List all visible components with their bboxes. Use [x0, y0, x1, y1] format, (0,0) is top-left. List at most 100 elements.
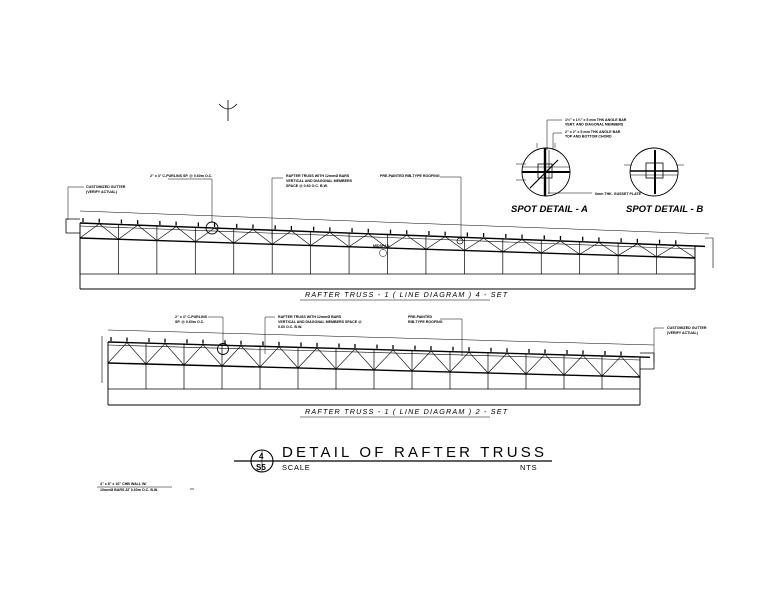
angle-chord-note-line2: TOP AND BOTTOM CHORD: [565, 135, 612, 139]
diagonal-member: [195, 227, 215, 242]
diagonal-member: [79, 223, 100, 239]
diagonal-member: [316, 347, 337, 370]
diagonal-member: [468, 351, 489, 374]
diagonal-member: [411, 350, 432, 372]
diagonal-member: [617, 243, 638, 256]
diagonal-member: [221, 345, 242, 367]
diagonal-member: [464, 237, 484, 251]
angle-vert-note-line1: 1½" x 1½" x 5 mm THK ANGLE BAR: [565, 118, 627, 122]
diagonal-member: [329, 232, 350, 247]
truss2-purlin-note-line2: SP. @ 0.60m O.C.: [175, 320, 204, 324]
spot-detail-b: [624, 147, 684, 197]
spot-detail-notes: 1½" x 1½" x 5 mm THK ANGLE BAR VERT. AND…: [546, 118, 642, 196]
scale-label: SCALE: [282, 463, 311, 472]
diagonal-member: [99, 223, 119, 240]
top-chord: [107, 341, 651, 358]
sheet-number: S5: [256, 463, 266, 472]
detail-b-callout-icon: [456, 237, 464, 245]
top-chord: [79, 222, 706, 248]
diagonal-member: [335, 348, 356, 370]
drawing-title: DETAIL OF RAFTER TRUSS: [282, 444, 547, 461]
diagonal-member: [656, 245, 676, 258]
diagonal-member: [175, 226, 196, 242]
truss2-caption: RAFTER TRUSS - 1 ( LINE DIAGRAM ) 2 - SE…: [305, 407, 508, 416]
diagonal-member: [675, 245, 696, 259]
diagonal-member: [240, 345, 261, 368]
gusset-note: 6mm THK. GUSSET PLATE: [595, 192, 642, 196]
diagonal-member: [502, 239, 523, 253]
diagonal-member: [156, 226, 177, 241]
spot-detail-a: [516, 143, 571, 197]
truss1-notes: 2" x 4" C-PURLINS SP. @ 0.60m O.C. RAFTE…: [67, 174, 464, 257]
diagonal-member: [348, 233, 369, 247]
diagonal-member: [544, 354, 565, 376]
diagonal-member: [563, 355, 584, 376]
spot-detail-b-label: SPOT DETAIL - B: [626, 204, 703, 215]
footer-note: 4" x 8" x 16" CHB WALL W/ 10mmØ BARS AT …: [97, 482, 194, 492]
rafter-truss-1-elevation: [65, 210, 714, 290]
diagonal-member: [392, 349, 413, 372]
diagonal-member: [202, 344, 223, 367]
diagonal-member: [373, 349, 394, 371]
diagonal-member: [297, 347, 318, 369]
truss2-truss-note-line3: 0.60 O.C. B.W.: [278, 325, 302, 329]
truss2-notes: 2" x 4" C-PURLINS SP. @ 0.60m O.C. RAFTE…: [175, 315, 707, 363]
detail-a-callout-icon: [205, 221, 219, 235]
truss1-truss-note-line1: RAFTER TRUSS WITH 12mmØ BARS: [286, 174, 350, 178]
truss1-midspan-label: MIDSPAN: [373, 244, 390, 248]
detail-number: 4: [259, 452, 264, 461]
diagonal-member: [506, 353, 527, 375]
diagonal-member: [259, 346, 280, 368]
diagonal-member: [252, 229, 273, 245]
diagonal-member: [425, 236, 446, 250]
spot-detail-a-label: SPOT DETAIL - A: [511, 204, 588, 215]
truss1-truss-note-line2: VERTICAL AND DIAGONAL MEMBERS: [286, 179, 353, 183]
title-block: 4 S5 DETAIL OF RAFTER TRUSS SCALE NTS: [234, 444, 552, 473]
diagonal-member: [126, 342, 147, 365]
diagonal-member: [278, 346, 299, 369]
diagonal-member: [637, 243, 657, 257]
diagonal-member: [387, 234, 407, 249]
truss2-roofing-note-line1: PRE-PAINTED: [408, 315, 432, 319]
north-arrow-icon: [218, 100, 238, 121]
diagonal-member: [430, 350, 451, 373]
rafter-truss-2-elevation: [101, 329, 655, 406]
truss2-purlin-note-line1: 2" x 4" C-PURLINS: [175, 315, 208, 319]
diagonal-member: [291, 230, 311, 246]
truss1-gutter-note-line1: CUSTOMIZED GUTTER: [86, 185, 126, 189]
diagonal-member: [107, 342, 128, 364]
diagonal-member: [233, 229, 254, 244]
truss2-truss-note-line2: VERTICAL AND DIAGONAL MEMBERS SPACE @: [278, 320, 362, 324]
truss2-gutter-note-line2: (VERIFY ACTUAL): [667, 331, 699, 335]
diagonal-member: [525, 354, 546, 375]
diagonal-member: [483, 237, 503, 252]
diagonal-member: [620, 356, 641, 378]
diagonal-member: [183, 344, 204, 366]
diagonal-member: [598, 242, 619, 256]
gutter-right: [640, 352, 655, 370]
diagonal-member: [272, 230, 292, 245]
diagonal-member: [406, 234, 427, 250]
diagonal-member: [601, 356, 622, 377]
eave-right: [705, 237, 714, 268]
diagonal-member: [444, 236, 465, 251]
scale-value: NTS: [520, 463, 537, 472]
diagonal-member: [449, 351, 470, 373]
roofing-line: [107, 329, 655, 346]
truss1-purlin-note: 2" x 4" C-PURLINS SP. @ 0.60m O.C.: [150, 174, 212, 178]
truss1-caption: RAFTER TRUSS - 1 ( LINE DIAGRAM ) 4 - SE…: [305, 290, 508, 299]
diagonal-member: [560, 240, 580, 255]
truss2-truss-note-line1: RAFTER TRUSS WITH 12mmØ BARS: [278, 315, 342, 319]
diagonal-member: [145, 343, 166, 365]
gutter-left: [65, 218, 80, 234]
truss2-roofing-note-line2: RIB-TYPE ROOFING: [408, 320, 443, 324]
diagonal-member: [118, 224, 138, 240]
diagonal-member: [579, 242, 600, 255]
diagonal-member: [541, 240, 561, 254]
diagonal-member: [582, 355, 603, 377]
angle-vert-note-line2: VERT. AND DIAGONAL MEMBERS: [565, 123, 624, 127]
diagonal-member: [137, 224, 158, 241]
diagonal-member: [487, 353, 508, 374]
